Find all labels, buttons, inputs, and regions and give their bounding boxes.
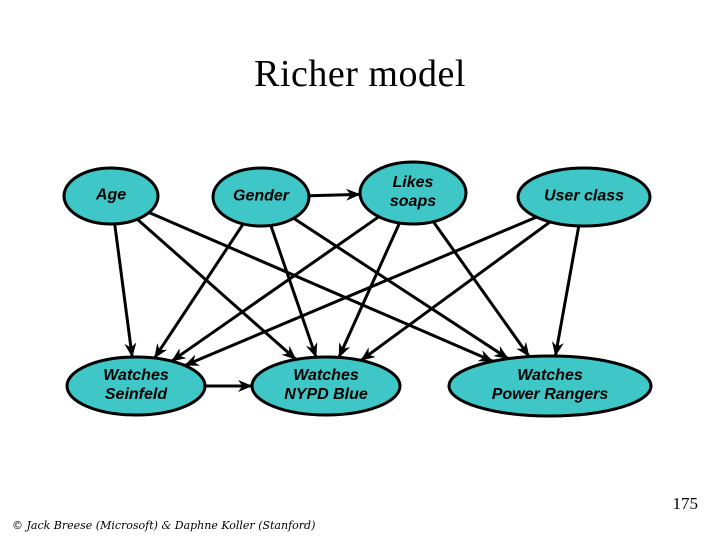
nodes-layer — [62, 160, 653, 418]
edge-age-to-watches-power-rangers — [148, 211, 494, 363]
node-watches-power-rangers-ellipse — [447, 354, 653, 418]
edges-layer — [113, 188, 581, 392]
edge-gender-to-watches-seinfeld — [153, 223, 245, 359]
node-gender-ellipse — [211, 166, 311, 228]
edge-likes-soaps-to-watches-power-rangers — [432, 220, 531, 358]
node-watches-nypd-blue-ellipse — [250, 355, 402, 417]
edge-gender-to-watches-nypd-blue — [269, 224, 318, 358]
edge-gender-to-watches-power-rangers — [292, 217, 510, 360]
footer-credit: © Jack Breese (Microsoft) & Daphne Kolle… — [12, 519, 316, 532]
node-watches-seinfeld-ellipse — [65, 355, 207, 417]
node-likes-soaps-ellipse — [358, 160, 468, 226]
slide-title: Richer model — [254, 53, 466, 95]
node-user-class-ellipse — [516, 166, 652, 228]
node-age-ellipse — [62, 166, 160, 226]
edge-likes-soaps-to-watches-seinfeld — [170, 215, 380, 363]
page-number: 175 — [672, 494, 699, 513]
edge-gender-to-likes-soaps — [308, 188, 361, 201]
edge-likes-soaps-to-watches-nypd-blue — [337, 222, 401, 359]
edge-age-to-watches-nypd-blue — [136, 218, 297, 361]
edge-user-class-to-watches-power-rangers — [551, 225, 581, 357]
edge-user-class-to-watches-seinfeld — [184, 215, 537, 367]
edge-age-to-watches-seinfeld — [113, 223, 137, 358]
edge-user-class-to-watches-nypd-blue — [360, 220, 551, 362]
